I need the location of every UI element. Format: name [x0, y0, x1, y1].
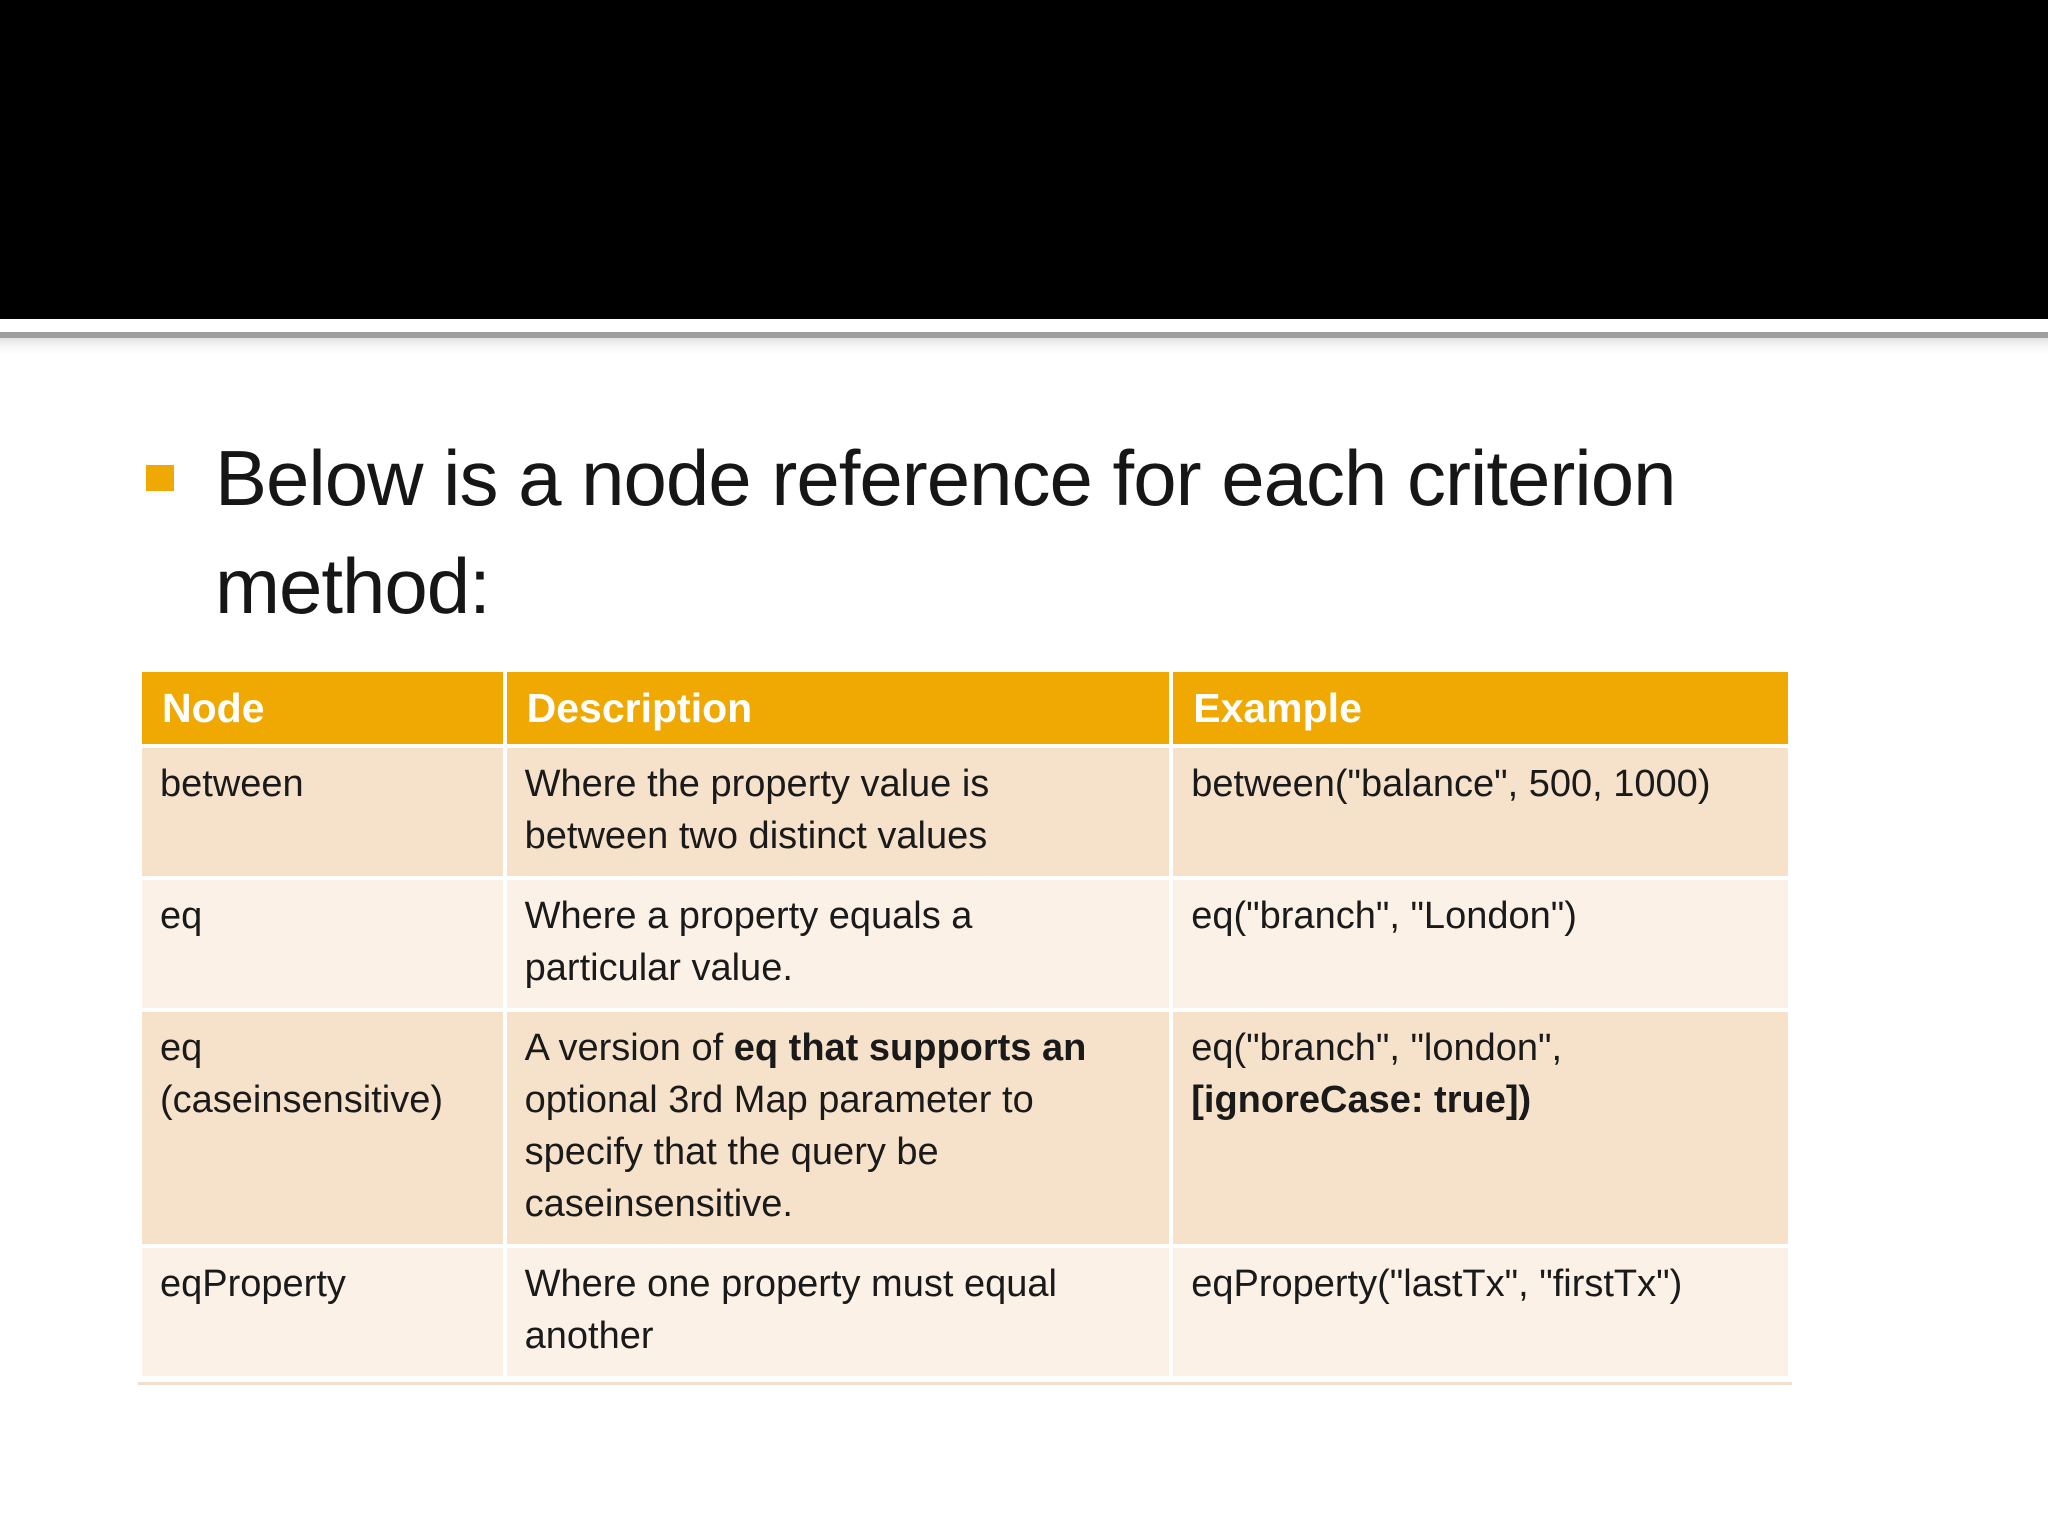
column-header-example: Example — [1169, 668, 1792, 748]
table-cell-example: eqProperty("lastTx", "firstTx") — [1169, 1244, 1792, 1380]
cell-text-line: specify that the query be — [524, 1131, 939, 1173]
cell-text-line: eq — [160, 1027, 203, 1069]
table-row: between Where the property value is betwee… — [138, 744, 1792, 880]
table-bottom-border — [138, 1382, 1792, 1385]
separator-line — [0, 319, 2048, 355]
cell-text-line: between("balance", 500, 1000) — [1191, 763, 1711, 805]
cell-text-line: eqProperty — [160, 1263, 346, 1305]
cell-text-line: [ignoreCase: true]) — [1191, 1079, 1532, 1121]
table-cell-example: between("balance", 500, 1000) — [1169, 744, 1792, 880]
table-zone: Node Description Example between Where th… — [138, 668, 1792, 1385]
table-cell-example: eq("branch", "London") — [1169, 876, 1792, 1012]
cell-text-line: Where a property equals a — [524, 895, 973, 937]
table-cell-node: between — [138, 744, 507, 880]
table-row: eq (caseinsensitive) A version of eq that … — [138, 1008, 1792, 1248]
cell-text-line: between two distinct values — [524, 815, 988, 857]
cell-text-line: Where one property must equal — [524, 1263, 1057, 1305]
table-header-row: Node Description Example — [138, 668, 1792, 748]
top-banner — [0, 0, 2048, 319]
cell-text-line: caseinsensitive. — [524, 1183, 793, 1225]
cell-text-line: A version of eq that supports an — [524, 1027, 1087, 1069]
table-row: eqProperty Where one property must equal a… — [138, 1244, 1792, 1380]
table-cell-description: Where a property equals a particular valu… — [502, 876, 1174, 1012]
table-cell-description: A version of eq that supports an optional… — [502, 1008, 1174, 1248]
cell-text-line: optional 3rd Map parameter to — [524, 1079, 1034, 1121]
column-header-node: Node — [138, 668, 507, 748]
criterion-reference-table: Node Description Example between Where th… — [138, 668, 1792, 1380]
title-line: method: — [215, 542, 491, 630]
table-cell-node: eq — [138, 876, 507, 1012]
column-header-description: Description — [502, 668, 1174, 748]
table-row: eq Where a property equals a particular va… — [138, 876, 1792, 1012]
title-line: Below is a node reference for each crite… — [215, 434, 1676, 522]
table-cell-description: Where the property value is between two d… — [502, 744, 1174, 880]
cell-text-line: eq("branch", "London") — [1191, 895, 1577, 937]
cell-text-line: another — [524, 1315, 654, 1357]
table-cell-node: eq (caseinsensitive) — [138, 1008, 507, 1248]
cell-text-line: particular value. — [524, 947, 793, 989]
slide-title: Below is a node reference for each crite… — [215, 424, 1676, 640]
cell-text-line: between — [160, 763, 304, 805]
table-cell-node: eqProperty — [138, 1244, 507, 1380]
table-cell-description: Where one property must equal another — [502, 1244, 1174, 1380]
cell-text-line: eq — [160, 895, 203, 937]
cell-text-line: eq("branch", "london", — [1191, 1027, 1563, 1069]
cell-text-line: eqProperty("lastTx", "firstTx") — [1191, 1263, 1683, 1305]
bullet-square-icon — [146, 465, 174, 491]
cell-text-line: Where the property value is — [524, 763, 990, 805]
cell-text-line: (caseinsensitive) — [160, 1079, 443, 1121]
table-cell-example: eq("branch", "london", [ignoreCase: true]… — [1169, 1008, 1792, 1248]
